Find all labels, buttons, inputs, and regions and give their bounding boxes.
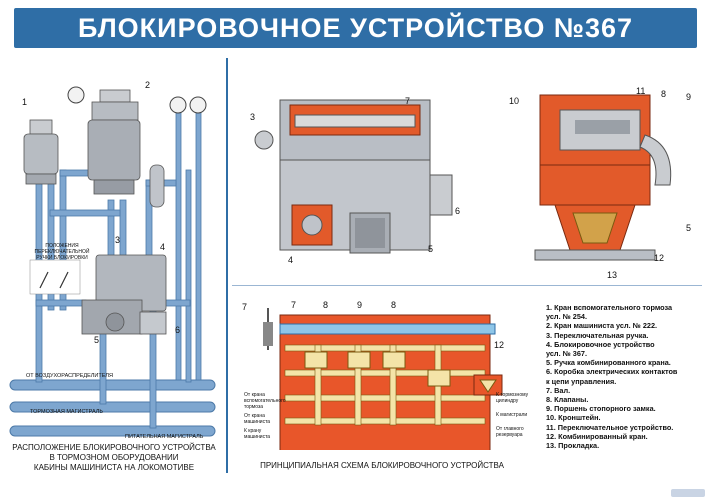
- handle-positions-box: [29, 259, 81, 295]
- installation-diagram: [9, 86, 216, 437]
- air-distributor-pipe: [9, 379, 216, 391]
- legend-item: 8. Клапаны.: [546, 395, 589, 405]
- valve-callout-8: 8: [661, 89, 667, 99]
- legend-item: 9. Поршень стопорного замка.: [546, 404, 656, 414]
- schematic-left-label-1: От крана вспомогательного тормоза: [244, 392, 286, 410]
- legend-item: 2. Кран машиниста усл. № 222.: [546, 321, 658, 331]
- schematic-left-label-3: К крану машиниста: [244, 428, 271, 440]
- page-title: БЛОКИРОВОЧНОЕ УСТРОЙСТВО №367: [78, 13, 633, 43]
- callout-5: 5: [94, 335, 100, 345]
- legend-item: 10. Кронштейн.: [546, 413, 601, 423]
- legend-item: 4. Блокировочное устройство: [546, 339, 655, 349]
- callout-1: 1: [22, 97, 28, 107]
- schematic-callout-12: 12: [494, 340, 505, 350]
- valve-callout-12: 12: [654, 253, 665, 263]
- schematic-right-label-1: К тормозному цилиндру: [496, 392, 529, 404]
- callout-4: 4: [160, 242, 166, 252]
- title-bar: БЛОКИРОВОЧНОЕ УСТРОЙСТВО №367: [14, 8, 697, 48]
- left-caption: РАСПОЛОЖЕНИЕ БЛОКИРОВОЧНОГО УСТРОЙСТВА В…: [12, 443, 216, 472]
- panel-divider-middle: [232, 285, 702, 286]
- valve-callout-13: 13: [607, 270, 618, 280]
- drivers-valve: [87, 89, 141, 195]
- legend-item: 5. Ручка комбинированного крана.: [546, 358, 671, 368]
- feed-main-label: ПИТАТЕЛЬНАЯ МАГИСТРАЛЬ: [125, 434, 204, 440]
- schematic-caption: ПРИНЦИПИАЛЬНАЯ СХЕМА БЛОКИРОВОЧНОГО УСТР…: [260, 461, 504, 470]
- valve-callout-5: 5: [686, 223, 692, 233]
- cutaway-callout-7: 7: [405, 96, 411, 106]
- schematic-callout-7a: 7: [242, 302, 248, 312]
- reservoir: [149, 164, 165, 208]
- schematic-callout-8b: 8: [391, 300, 397, 310]
- valve-callout-10: 10: [509, 96, 520, 106]
- valve-callout-11: 11: [636, 86, 646, 96]
- legend-item: 13. Прокладка.: [546, 441, 600, 451]
- brake-main-pipe: [9, 401, 216, 413]
- legend-item: 11. Переключательное устройство.: [546, 422, 674, 432]
- legend-item: 7. Вал.: [546, 385, 571, 395]
- blocking-device-cutaway: [254, 99, 453, 254]
- cutaway-callout-5: 5: [428, 244, 434, 254]
- panel-divider-left: [226, 58, 228, 473]
- publisher-logo: [671, 489, 705, 497]
- legend: 1. Кран вспомогательного тормоза усл. № …: [546, 303, 706, 450]
- legend-item: 1. Кран вспомогательного тормоза: [546, 303, 673, 312]
- callout-3: 3: [115, 235, 121, 245]
- brake-main-label: ТОРМОЗНАЯ МАГИСТРАЛЬ: [30, 409, 103, 415]
- legend-item: 12. Комбинированный кран.: [546, 431, 648, 441]
- callout-2: 2: [145, 80, 151, 90]
- cutaway-callout-6: 6: [455, 206, 461, 216]
- schematic-right-label-3: От главного резервуара: [496, 426, 524, 438]
- pressure-gauges: [67, 86, 207, 114]
- legend-item: 6. Коробка электрических контактов: [546, 367, 678, 377]
- auxiliary-brake-valve: [23, 119, 59, 185]
- feed-main-pipe: [9, 425, 216, 437]
- schematic-callout-8a: 8: [323, 300, 329, 310]
- principal-schematic: [263, 308, 503, 450]
- valve-callout-9: 9: [686, 92, 692, 102]
- legend-item: 3. Переключательная ручка.: [546, 330, 649, 340]
- combined-valve-cutaway: [534, 94, 672, 261]
- schematic-left-label-2: От крана машиниста: [244, 413, 271, 425]
- air-distributor-label: ОТ ВОЗДУХОРАСПРЕДЕЛИТЕЛЯ: [26, 373, 113, 379]
- handle-positions-label: ПОЛОЖЕНИЯ ПЕРЕКЛЮЧАТЕЛЬНОЙ РУЧКИ БЛОКИРО…: [34, 243, 90, 261]
- legend-item: к цепи управления.: [546, 376, 617, 386]
- cutaway-callout-3: 3: [250, 112, 256, 122]
- legend-item: усл. № 254.: [546, 312, 587, 322]
- legend-item: усл. № 367.: [546, 349, 587, 359]
- cutaway-callout-4: 4: [288, 255, 294, 265]
- schematic-callout-9: 9: [357, 300, 363, 310]
- blocking-device: [81, 254, 167, 335]
- callout-6: 6: [175, 325, 181, 335]
- schematic-callout-7b: 7: [291, 300, 297, 310]
- schematic-right-label-2: К магистрали: [496, 412, 528, 418]
